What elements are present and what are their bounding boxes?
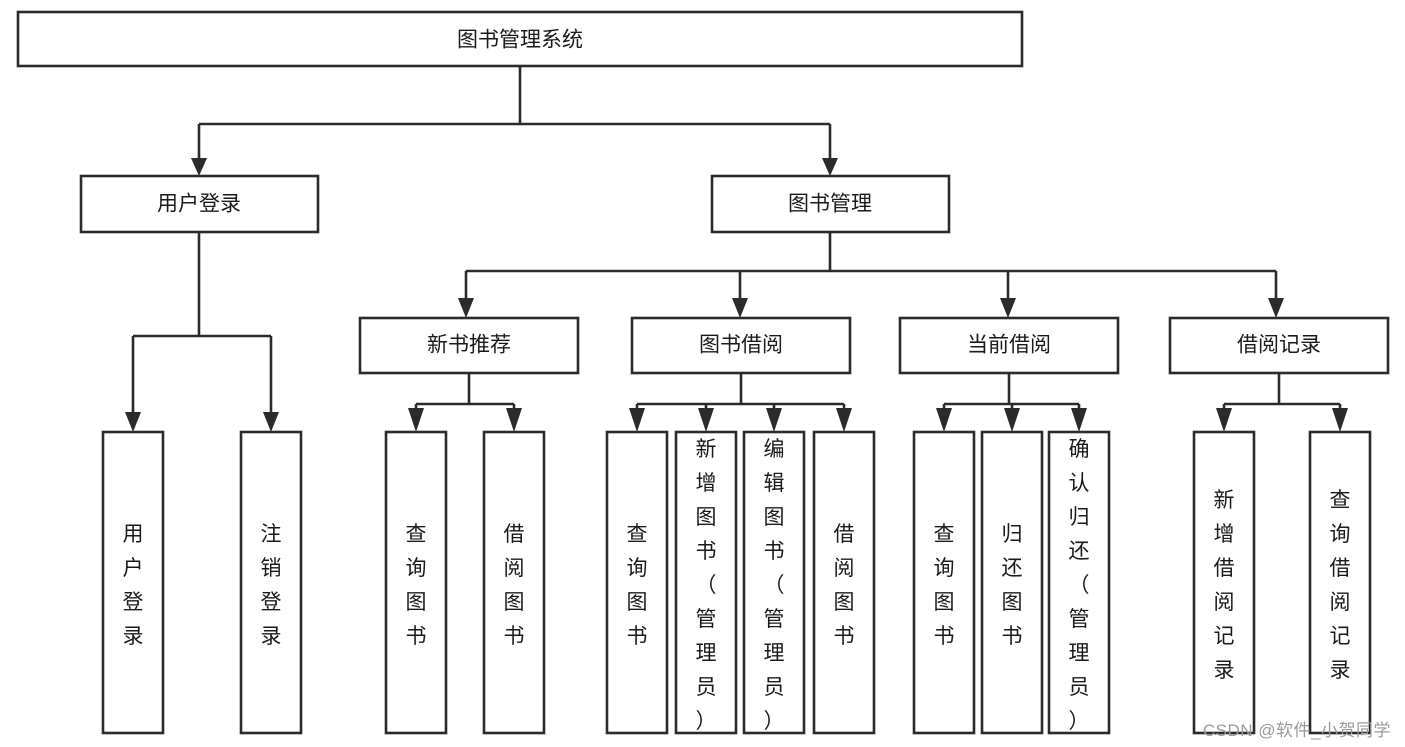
node-current-borrow-label: 当前借阅	[967, 334, 1051, 357]
node-leaf-query-book-1[interactable]: 查询图书	[384, 430, 448, 735]
node-leaf-user-logout[interactable]: 注销登录	[239, 430, 303, 735]
node-leaf-query-book-2-label: 查询图书	[627, 523, 648, 648]
node-leaf-query-book-2-box[interactable]	[605, 430, 669, 735]
arrow-head-leaf-query-record	[1332, 408, 1348, 432]
node-leaf-add-record-box[interactable]	[1192, 430, 1256, 735]
node-new-book-recommend-box[interactable]	[358, 316, 580, 375]
node-book-borrow[interactable]: 图书借阅	[630, 316, 852, 375]
node-user-login[interactable]: 用户登录	[79, 174, 320, 234]
node-leaf-query-book-3-box[interactable]	[912, 430, 976, 735]
node-book-manage-label: 图书管理	[788, 193, 872, 216]
node-book-manage-box[interactable]	[710, 174, 951, 234]
node-root[interactable]: 图书管理系统	[16, 10, 1024, 68]
node-leaf-confirm-return[interactable]: 确认归还（管理员）	[1047, 430, 1111, 735]
arrow-head-leaf-borrow-book-1	[506, 408, 522, 432]
node-leaf-add-record[interactable]: 新增借阅记录	[1192, 430, 1256, 735]
node-leaf-query-book-3[interactable]: 查询图书	[912, 430, 976, 735]
node-book-borrow-box[interactable]	[630, 316, 852, 375]
node-new-book-recommend-label: 新书推荐	[427, 334, 511, 357]
node-leaf-add-book-box[interactable]	[674, 430, 738, 735]
node-leaf-query-book-3-label: 查询图书	[934, 523, 955, 648]
arrow-head-leaf-user-login	[125, 412, 141, 432]
csdn-watermark: CSDN @软件_小贺同学	[1202, 721, 1391, 740]
node-current-borrow[interactable]: 当前借阅	[898, 316, 1120, 375]
node-leaf-query-book-1-label: 查询图书	[406, 523, 427, 648]
node-leaf-user-login-label: 用户登录	[123, 523, 144, 648]
arrow-head-leaf-add-record	[1216, 408, 1232, 432]
node-leaf-confirm-return-label: 确认归还（管理员）	[1069, 438, 1090, 733]
arrow-head-leaf-user-logout	[263, 412, 279, 432]
arrow-head-leaf-query-book-1	[408, 408, 424, 432]
node-leaf-add-book-label: 新增图书（管理员）	[696, 438, 717, 733]
node-borrow-record[interactable]: 借阅记录	[1168, 316, 1390, 375]
node-user-login-label: 用户登录	[157, 193, 241, 216]
node-leaf-return-book-label: 归还图书	[1002, 523, 1023, 648]
node-leaf-borrow-book-2[interactable]: 借阅图书	[812, 430, 876, 735]
arrow-head-book-borrow	[732, 298, 748, 318]
node-leaf-return-book[interactable]: 归还图书	[980, 430, 1044, 735]
arrow-head-leaf-query-book-2	[629, 408, 645, 432]
node-book-manage[interactable]: 图书管理	[710, 174, 951, 234]
node-leaf-borrow-book-2-box[interactable]	[812, 430, 876, 735]
node-leaf-edit-book-box[interactable]	[742, 430, 806, 735]
node-leaf-add-book[interactable]: 新增图书（管理员）	[674, 430, 738, 735]
node-current-borrow-box[interactable]	[898, 316, 1120, 375]
node-new-book-recommend[interactable]: 新书推荐	[358, 316, 580, 375]
node-leaf-query-record-box[interactable]	[1308, 430, 1372, 735]
node-leaf-borrow-book-1[interactable]: 借阅图书	[482, 430, 546, 735]
arrow-head-leaf-borrow-book-2	[836, 408, 852, 432]
arrow-head-user-login	[191, 158, 207, 176]
arrow-head-leaf-query-book-3	[936, 408, 952, 432]
node-leaf-edit-book-label: 编辑图书（管理员）	[764, 438, 785, 733]
arrow-head-borrow-record	[1268, 298, 1284, 318]
arrow-head-book-manage	[822, 158, 838, 176]
node-leaf-borrow-book-1-label: 借阅图书	[504, 523, 525, 648]
node-book-borrow-label: 图书借阅	[699, 334, 783, 357]
node-leaf-user-logout-box[interactable]	[239, 430, 303, 735]
node-leaf-user-login-box[interactable]	[101, 430, 165, 735]
node-leaf-return-book-box[interactable]	[980, 430, 1044, 735]
node-leaf-edit-book[interactable]: 编辑图书（管理员）	[742, 430, 806, 735]
node-leaf-borrow-book-1-box[interactable]	[482, 430, 546, 735]
node-leaf-query-book-1-box[interactable]	[384, 430, 448, 735]
node-leaf-confirm-return-box[interactable]	[1047, 430, 1111, 735]
arrow-head-current-borrow	[1000, 298, 1016, 318]
arrow-head-leaf-confirm-return	[1071, 408, 1087, 432]
node-leaf-user-login[interactable]: 用户登录	[101, 430, 165, 735]
node-leaf-borrow-book-2-label: 借阅图书	[834, 523, 855, 648]
node-root-label: 图书管理系统	[457, 29, 583, 52]
node-leaf-query-record-label: 查询借阅记录	[1330, 489, 1351, 682]
node-leaf-user-logout-label: 注销登录	[261, 523, 282, 648]
arrow-head-leaf-add-book	[698, 408, 714, 432]
node-borrow-record-label: 借阅记录	[1237, 334, 1321, 357]
connector-layer	[125, 66, 1348, 432]
node-borrow-record-box[interactable]	[1168, 316, 1390, 375]
node-root-box[interactable]	[16, 10, 1024, 68]
arrow-head-new-book-recommend	[458, 298, 474, 318]
node-leaf-query-record[interactable]: 查询借阅记录	[1308, 430, 1372, 735]
node-leaf-add-record-label: 新增借阅记录	[1214, 489, 1235, 682]
node-user-login-box[interactable]	[79, 174, 320, 234]
arrow-head-leaf-edit-book	[766, 408, 782, 432]
arrow-head-leaf-return-book	[1004, 408, 1020, 432]
node-leaf-query-book-2[interactable]: 查询图书	[605, 430, 669, 735]
